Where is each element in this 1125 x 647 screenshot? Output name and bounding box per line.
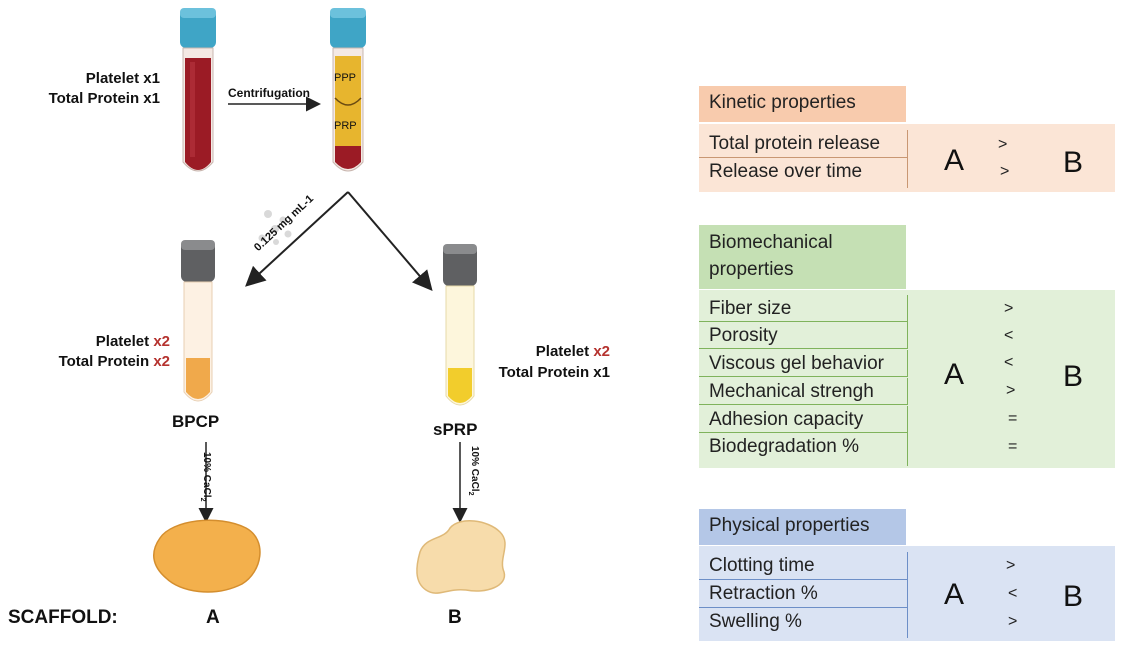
sprp-cacl2-label: 10% CaCl2 <box>467 446 480 496</box>
biomech-symbol-4: > <box>1006 382 1016 399</box>
biomech-symbol-6: = <box>1008 438 1018 455</box>
bpcp-cacl2-label: 10% CaCl2 <box>199 452 212 502</box>
biomech-row-porosity: Porosity <box>699 322 908 349</box>
sprp-tube <box>443 244 477 406</box>
kinetic-a: A <box>944 144 965 177</box>
physical-header: Physical properties <box>699 509 906 545</box>
biomech-row-adhesion: Adhesion capacity <box>699 406 908 433</box>
scaffold-a-label: A <box>206 607 220 628</box>
scaffold-a-shape <box>153 519 261 593</box>
whole-blood-tube <box>180 8 216 172</box>
physical-row-clotting: Clotting time <box>699 552 908 580</box>
physical-symbol-3: > <box>1008 613 1018 630</box>
kinetic-symbol-1: > <box>998 136 1008 153</box>
scaffold-label: SCAFFOLD: <box>8 607 118 628</box>
biomech-symbol-1: > <box>1004 300 1014 317</box>
biomech-symbol-5: = <box>1008 410 1018 427</box>
physical-a: A <box>944 578 965 611</box>
kinetic-header: Kinetic properties <box>699 86 906 122</box>
biomech-symbol-2: < <box>1004 327 1014 344</box>
bpcp-protein-label: Total Protein x2 <box>58 353 170 370</box>
physical-symbol-2: < <box>1008 585 1018 602</box>
kinetic-symbol-2: > <box>1000 163 1010 180</box>
physical-symbol-1: > <box>1006 557 1016 574</box>
biomech-b: B <box>1063 360 1084 393</box>
workflow-diagram <box>153 8 506 594</box>
sprp-name: sPRP <box>433 420 478 439</box>
bpcp-tube <box>181 240 215 402</box>
scaffold-b-shape <box>416 520 506 594</box>
biomech-row-viscous-gel: Viscous gel behavior <box>699 350 908 377</box>
physical-row-swelling: Swelling % <box>699 608 908 638</box>
biomech-title-line2: properties <box>709 259 794 280</box>
biomech-row-mechanical-strength: Mechanical strengh <box>699 378 908 405</box>
biomech-header: Biomechanical properties <box>699 225 906 289</box>
prp-label: PRP <box>334 120 357 132</box>
powder-particles-icon <box>258 210 292 245</box>
kinetic-row-release-time: Release over time <box>699 158 908 188</box>
biomech-row-biodegradation: Biodegradation % <box>699 433 908 466</box>
bpcp-platelet-label: Platelet x2 <box>95 333 170 350</box>
kinetic-row-total-protein: Total protein release <box>699 130 908 158</box>
tube1-protein-label: Total Protein x1 <box>48 90 160 107</box>
tube1-platelet-label: Platelet x1 <box>85 70 160 87</box>
ppp-label: PPP <box>334 72 357 84</box>
physical-b: B <box>1063 580 1084 613</box>
centrifuged-tube <box>330 8 366 172</box>
sprp-platelet-label: Platelet x2 <box>535 343 610 360</box>
scaffold-b-label: B <box>448 607 462 628</box>
sprp-protein-label: Total Protein x1 <box>498 364 610 381</box>
kinetic-b: B <box>1063 146 1084 179</box>
physical-row-retraction: Retraction % <box>699 580 908 608</box>
biomech-row-fiber-size: Fiber size <box>699 295 908 322</box>
biomech-title-line1: Biomechanical <box>709 232 833 253</box>
biomech-symbol-3: < <box>1004 354 1014 371</box>
centrifugation-label: Centrifugation <box>228 86 310 100</box>
biomech-a: A <box>944 358 965 391</box>
bpcp-name: BPCP <box>172 412 220 431</box>
